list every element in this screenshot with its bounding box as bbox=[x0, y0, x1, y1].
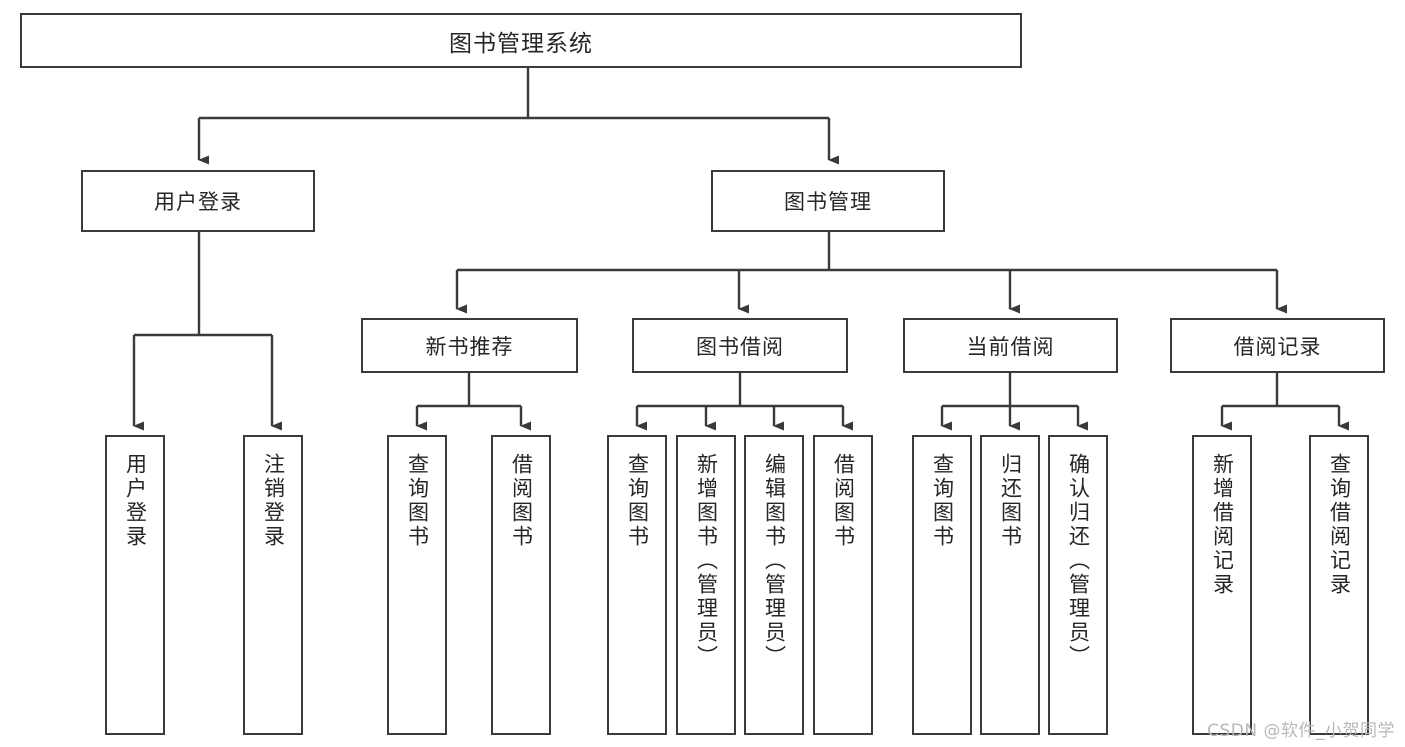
node-leaf-add-book[interactable]: 新增图书（管理员） bbox=[676, 435, 736, 735]
node-leaf-query-book-3[interactable]: 查询图书 bbox=[912, 435, 972, 735]
node-leaf-borrow-book-2[interactable]: 借阅图书 bbox=[813, 435, 873, 735]
node-borrow-record-label: 借阅记录 bbox=[1233, 334, 1322, 359]
node-leaf-query-record-label: 查询借阅记录 bbox=[1327, 453, 1352, 597]
node-leaf-query-book-1[interactable]: 查询图书 bbox=[387, 435, 447, 735]
node-leaf-edit-book-label: 编辑图书（管理员） bbox=[762, 453, 787, 669]
node-leaf-query-book-3-label: 查询图书 bbox=[930, 453, 955, 549]
node-current-borrow[interactable]: 当前借阅 bbox=[903, 318, 1118, 373]
node-book-manage-label: 图书管理 bbox=[784, 190, 872, 214]
node-leaf-borrow-book-1[interactable]: 借阅图书 bbox=[491, 435, 551, 735]
node-leaf-add-book-label: 新增图书（管理员） bbox=[694, 453, 719, 669]
node-leaf-add-record[interactable]: 新增借阅记录 bbox=[1192, 435, 1252, 735]
node-leaf-borrow-book-2-label: 借阅图书 bbox=[831, 453, 856, 549]
node-borrow-record[interactable]: 借阅记录 bbox=[1170, 318, 1385, 373]
csdn-watermark: CSDN @软件_小贺同学 bbox=[1207, 721, 1395, 741]
node-leaf-return-book-label: 归还图书 bbox=[998, 453, 1023, 549]
node-leaf-logout-login[interactable]: 注销登录 bbox=[243, 435, 303, 735]
node-new-book-recommend-label: 新书推荐 bbox=[425, 334, 514, 359]
node-book-borrow-label: 图书借阅 bbox=[696, 334, 784, 359]
node-new-book-recommend[interactable]: 新书推荐 bbox=[361, 318, 578, 373]
node-leaf-query-book-1-label: 查询图书 bbox=[405, 453, 430, 549]
node-leaf-confirm-return-label: 确认归还（管理员） bbox=[1066, 453, 1091, 669]
node-root-label: 图书管理系统 bbox=[449, 30, 593, 57]
node-leaf-logout-login-label: 注销登录 bbox=[261, 453, 286, 549]
node-book-manage[interactable]: 图书管理 bbox=[711, 170, 945, 232]
node-leaf-add-record-label: 新增借阅记录 bbox=[1210, 453, 1235, 597]
node-leaf-user-login[interactable]: 用户登录 bbox=[105, 435, 165, 735]
node-book-borrow[interactable]: 图书借阅 bbox=[632, 318, 848, 373]
node-leaf-query-book-2[interactable]: 查询图书 bbox=[607, 435, 667, 735]
node-leaf-return-book[interactable]: 归还图书 bbox=[980, 435, 1040, 735]
node-leaf-user-login-label: 用户登录 bbox=[123, 453, 148, 549]
node-user-login[interactable]: 用户登录 bbox=[81, 170, 315, 232]
node-leaf-edit-book[interactable]: 编辑图书（管理员） bbox=[744, 435, 804, 735]
node-user-login-label: 用户登录 bbox=[154, 190, 242, 214]
node-leaf-query-record[interactable]: 查询借阅记录 bbox=[1309, 435, 1369, 735]
node-leaf-confirm-return[interactable]: 确认归还（管理员） bbox=[1048, 435, 1108, 735]
node-root[interactable]: 图书管理系统 bbox=[20, 13, 1022, 68]
node-leaf-query-book-2-label: 查询图书 bbox=[625, 453, 650, 549]
node-current-borrow-label: 当前借阅 bbox=[966, 334, 1055, 359]
node-leaf-borrow-book-1-label: 借阅图书 bbox=[509, 453, 534, 549]
